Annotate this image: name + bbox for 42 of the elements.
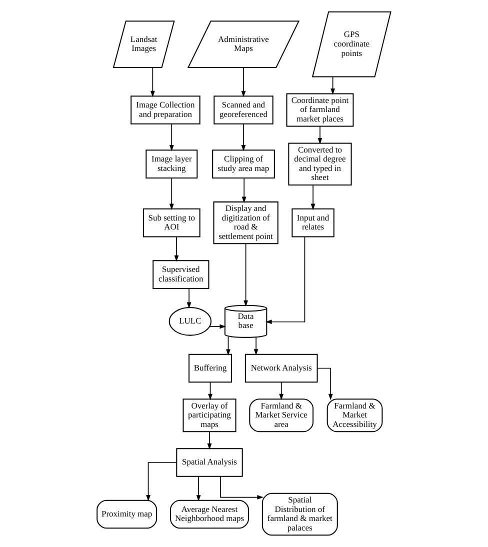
arrow: [174, 236, 179, 262]
node-box: Sub setting to AOI: [142, 208, 200, 238]
arrow: [318, 126, 322, 144]
arrow: [208, 382, 212, 400]
arrow: [265, 236, 306, 324]
arrow: [146, 462, 177, 502]
node-box: Image layer stacking: [146, 150, 198, 178]
arrow: [241, 124, 246, 152]
node-box: Clipping of study area map: [212, 150, 275, 178]
node-ellipse: LULC: [168, 307, 212, 336]
node-box: Spatial Analysis: [176, 448, 243, 477]
arrow: [226, 336, 230, 356]
node-box: Image Collection and preparation: [130, 96, 200, 124]
node-box: Scanned and georeferenced: [214, 96, 274, 124]
arrow: [310, 184, 316, 210]
arrow: [330, 76, 336, 95]
arrow: [254, 337, 258, 356]
arrow: [196, 476, 201, 502]
node-box: Average Nearest Neighborhood maps: [170, 500, 250, 529]
node-box: Farmland & Market Service area: [249, 398, 314, 432]
arrow: [220, 476, 264, 500]
arrow: [207, 431, 212, 450]
arrow: [279, 382, 284, 400]
node-box: Overlay of participating maps: [182, 398, 236, 432]
arrow: [242, 178, 246, 204]
arrow: [209, 324, 226, 329]
node-box: Farmland & Market Accessibility: [326, 398, 383, 432]
arrow: [241, 67, 246, 98]
node-box: Buffering: [188, 354, 232, 383]
node-box: Spatial Distribution of farmland & market palaces: [262, 492, 338, 536]
arrow: [244, 243, 248, 307]
node-box: Converted to decimal degree and typed in sheet: [288, 142, 352, 186]
node-box: Coordinate point of farmland market places: [286, 93, 354, 127]
node-box: Network Analysis: [244, 354, 318, 383]
node-box: Input and relates: [292, 208, 334, 238]
arrow: [169, 178, 174, 210]
arrow: [150, 67, 155, 98]
node-box: Display and digitization of road & settlement point: [213, 201, 278, 244]
arrow: [186, 288, 192, 309]
node-box: Proximity map: [96, 500, 158, 529]
node-box: Supervised classification: [152, 260, 210, 289]
arrow: [169, 124, 174, 152]
